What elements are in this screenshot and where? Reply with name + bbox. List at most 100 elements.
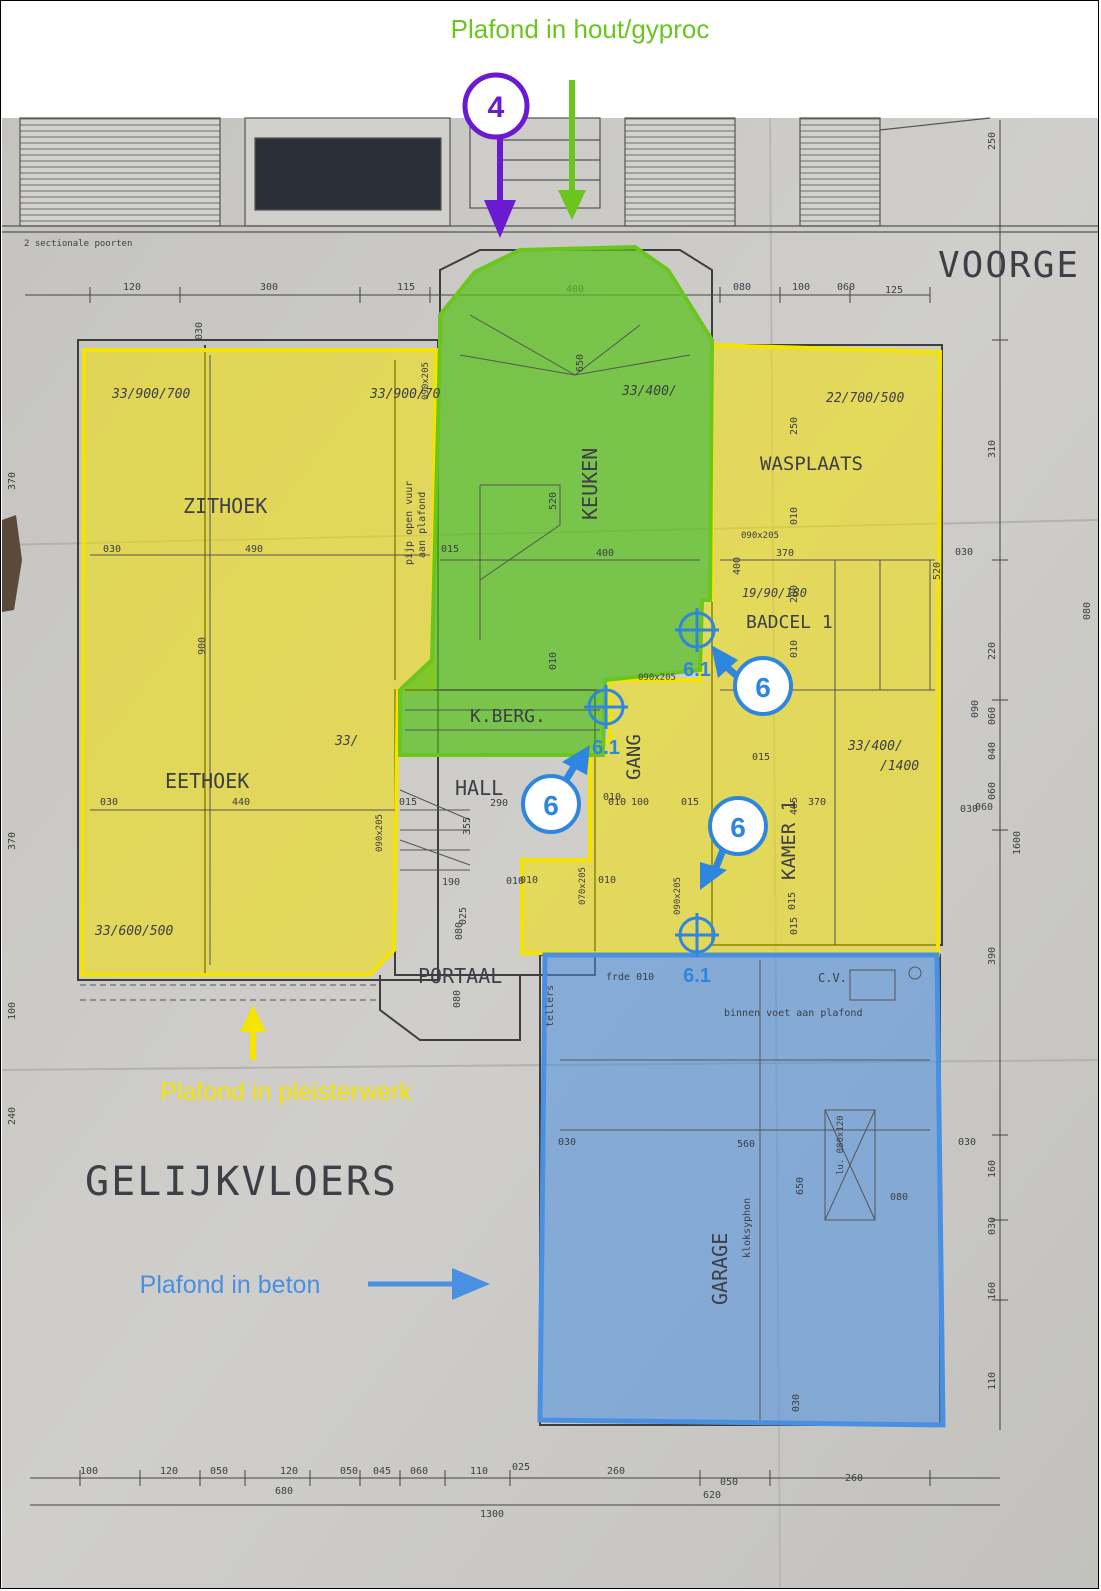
svg-text:015: 015 xyxy=(752,752,770,763)
svg-text:190: 190 xyxy=(442,877,460,888)
target-6-1-middle xyxy=(584,685,628,729)
svg-text:030: 030 xyxy=(955,547,973,558)
svg-text:010: 010 xyxy=(789,640,800,658)
svg-text:300: 300 xyxy=(260,282,278,293)
svg-text:125: 125 xyxy=(885,285,903,296)
svg-text:050: 050 xyxy=(340,1466,358,1477)
svg-text:650: 650 xyxy=(795,1177,806,1195)
svg-text:060: 060 xyxy=(410,1466,428,1477)
svg-text:100: 100 xyxy=(792,282,810,293)
svg-text:kloksyphon: kloksyphon xyxy=(742,1198,753,1258)
svg-text:015: 015 xyxy=(681,797,699,808)
svg-text:110: 110 xyxy=(987,1372,998,1390)
svg-text:120: 120 xyxy=(280,1466,298,1477)
target-6-1-lower xyxy=(675,913,719,957)
svg-text:aan plafond: aan plafond xyxy=(417,492,428,558)
plaster-zone-left xyxy=(79,348,439,977)
room-labels: ZITHOEK EETHOEK KEUKEN WASPLAATS BADCEL … xyxy=(85,448,863,1305)
svg-text:030: 030 xyxy=(960,804,978,815)
svg-text:030: 030 xyxy=(100,797,118,808)
svg-text:100: 100 xyxy=(7,1002,18,1020)
svg-text:090x205: 090x205 xyxy=(638,673,676,683)
marker-6-middle: 6 xyxy=(521,745,590,834)
room-hall: HALL xyxy=(455,776,503,800)
svg-text:015: 015 xyxy=(787,892,798,910)
svg-text:1300: 1300 xyxy=(480,1509,504,1520)
svg-text:050: 050 xyxy=(720,1477,738,1488)
svg-text:080: 080 xyxy=(452,990,463,1008)
arrow-wood xyxy=(558,80,586,220)
target-6-1-lower-label: 6.1 xyxy=(683,965,711,987)
svg-text:060: 060 xyxy=(987,782,998,800)
svg-text:015: 015 xyxy=(789,917,800,935)
svg-text:33/400/: 33/400/ xyxy=(847,739,903,754)
svg-text:390: 390 xyxy=(987,947,998,965)
svg-text:090x205: 090x205 xyxy=(375,814,385,852)
header-partial-title: VOORGE xyxy=(938,245,1080,286)
room-garage: GARAGE xyxy=(708,1233,732,1305)
svg-text:33/900/700: 33/900/700 xyxy=(111,387,190,402)
room-kamer: KAMER 1 xyxy=(778,800,800,880)
svg-text:010: 010 xyxy=(548,652,559,670)
svg-text:220: 220 xyxy=(987,642,998,660)
svg-text:370: 370 xyxy=(808,797,826,808)
svg-text:355: 355 xyxy=(462,817,473,835)
svg-text:090x205: 090x205 xyxy=(421,362,431,400)
paper-stain xyxy=(2,515,22,612)
marker-4: 4 xyxy=(462,72,530,140)
svg-text:310: 310 xyxy=(987,440,998,458)
svg-text:6: 6 xyxy=(755,672,771,703)
right-dimension-line xyxy=(992,120,1008,1430)
interior-lines xyxy=(80,314,935,1420)
svg-text:900: 900 xyxy=(197,637,208,655)
svg-text:120: 120 xyxy=(123,282,141,293)
svg-text:680: 680 xyxy=(275,1486,293,1497)
svg-text:010: 010 xyxy=(608,797,626,808)
svg-text:160: 160 xyxy=(987,1160,998,1178)
svg-text:025: 025 xyxy=(458,907,469,925)
svg-text:binnen voet aan plafond: binnen voet aan plafond xyxy=(724,1008,862,1019)
room-zithoek: ZITHOEK xyxy=(183,494,267,518)
room-keuken: KEUKEN xyxy=(578,448,602,520)
svg-text:160: 160 xyxy=(987,1282,998,1300)
svg-text:560: 560 xyxy=(737,1139,755,1150)
svg-text:010: 010 xyxy=(789,507,800,525)
svg-text:C.V.: C.V. xyxy=(818,971,847,985)
svg-text:33/900/70: 33/900/70 xyxy=(369,387,441,402)
svg-text:120: 120 xyxy=(160,1466,178,1477)
svg-text:520: 520 xyxy=(548,492,559,510)
svg-text:080: 080 xyxy=(454,922,465,940)
bottom-dimension-line xyxy=(30,1470,1000,1506)
wood-zone-kitchen xyxy=(398,244,715,757)
svg-text:070x205: 070x205 xyxy=(578,867,588,905)
svg-text:115: 115 xyxy=(397,282,415,293)
arrow-plaster xyxy=(240,1005,266,1060)
arrow-concrete xyxy=(368,1268,490,1300)
annotation-ceiling-plaster: Plafond in pleisterwerk xyxy=(160,1078,412,1106)
target-6-1-upper xyxy=(675,608,719,652)
svg-text:010: 010 xyxy=(506,876,524,887)
svg-text:620: 620 xyxy=(703,1490,721,1501)
concrete-zone-garage xyxy=(537,952,946,1428)
sectional-gates-label: 2 sectionale poorten xyxy=(24,239,132,249)
svg-text:100: 100 xyxy=(631,797,649,808)
svg-text:090x205: 090x205 xyxy=(673,877,683,915)
marker-6-upper: 6 xyxy=(711,645,793,716)
svg-text:290: 290 xyxy=(490,798,508,809)
target-6-1-upper-label: 6.1 xyxy=(683,659,711,681)
svg-text:060: 060 xyxy=(987,707,998,725)
svg-text:200: 200 xyxy=(789,585,800,603)
svg-text:tellers: tellers xyxy=(545,985,556,1027)
svg-text:060: 060 xyxy=(837,282,855,293)
svg-text:6: 6 xyxy=(543,790,559,821)
svg-text:pijp open vuur: pijp open vuur xyxy=(404,481,415,565)
svg-text:520: 520 xyxy=(932,562,943,580)
arrow-marker-4 xyxy=(484,130,516,238)
svg-text:050: 050 xyxy=(210,1466,228,1477)
svg-text:33/: 33/ xyxy=(334,734,358,749)
svg-text:030: 030 xyxy=(194,322,205,340)
svg-text:030: 030 xyxy=(958,1137,976,1148)
svg-text:080: 080 xyxy=(890,1192,908,1203)
